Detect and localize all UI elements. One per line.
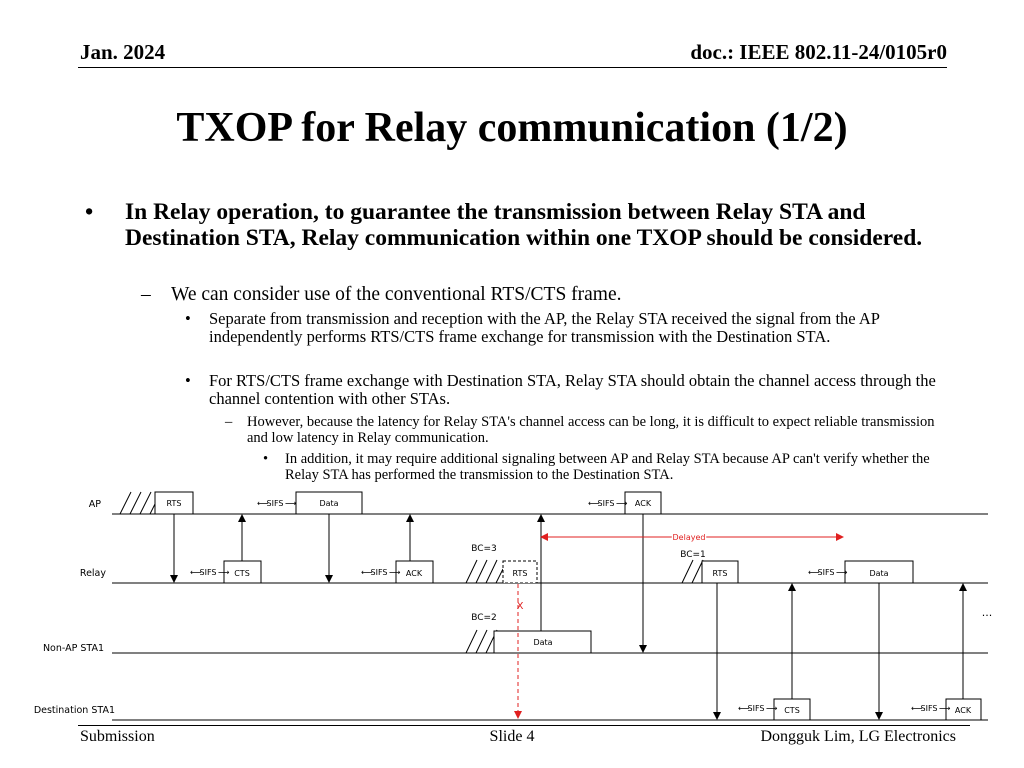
- collision-mark: X: [517, 601, 524, 612]
- frame-label: CTS: [784, 706, 800, 715]
- sifs-left-arrow: ⟵: [361, 568, 373, 577]
- sifs-right-arrow: ⟶: [766, 704, 778, 713]
- frame-label: RTS: [513, 569, 528, 578]
- footer-rule: [78, 725, 970, 726]
- frame-label: Data: [533, 638, 552, 647]
- sifs-left-arrow: ⟵: [190, 568, 202, 577]
- header-date: Jan. 2024: [80, 40, 166, 64]
- sifs-label: SIFS: [371, 568, 388, 577]
- bullet-item-2-sub-sub: • In addition, it may require additional …: [263, 451, 950, 483]
- sifs-label: SIFS: [921, 704, 938, 713]
- bullet-item-2-text: For RTS/CTS frame exchange with Destinat…: [209, 371, 936, 408]
- bullet-marker: •: [85, 199, 94, 225]
- dash-marker: –: [141, 284, 151, 305]
- frame-label: RTS: [167, 499, 182, 508]
- backoff-counter-relay-bc3: BC=3: [471, 544, 497, 554]
- bullet-marker: •: [263, 451, 269, 467]
- row-label-nonap: Non-AP STA1: [43, 643, 104, 654]
- frame-relay-rts: [701, 560, 739, 584]
- sifs-left-arrow: ⟵: [738, 704, 750, 713]
- sifs-label: SIFS: [818, 568, 835, 577]
- bullet-item-1-text: Separate from transmission and reception…: [209, 309, 880, 346]
- slide-title: TXOP for Relay communication (1/2): [176, 105, 848, 151]
- sifs-left-arrow: ⟵: [911, 704, 923, 713]
- bullet-marker: •: [185, 309, 191, 328]
- bullet-item-1: • Separate from transmission and receptio…: [185, 309, 944, 346]
- frame-relay-ack: [395, 560, 434, 584]
- sifs-left-arrow: ⟵: [257, 499, 269, 508]
- footer-slide-number: Slide 4: [489, 728, 535, 745]
- sifs-right-arrow: ⟶: [616, 499, 628, 508]
- bullet-sub-text: We can consider use of the conventional …: [171, 284, 622, 305]
- frame-label: ACK: [635, 499, 652, 508]
- sifs-right-arrow: ⟶: [389, 568, 401, 577]
- footer-author: Dongguk Lim, LG Electronics: [760, 728, 956, 745]
- bullet-item-2-sub: –However, because the latency for Relay …: [225, 414, 947, 446]
- sifs-label: SIFS: [748, 704, 765, 713]
- sifs-label: SIFS: [267, 499, 284, 508]
- delayed-label: Delayed: [673, 533, 706, 542]
- frame-label: ACK: [406, 569, 423, 578]
- continuation-ellipsis: ...: [982, 606, 993, 619]
- frame-relay-rts-collided: [502, 560, 538, 584]
- bullet-sub: –We can consider use of the conventional…: [141, 284, 951, 306]
- bullet-item-2-sub-sub-text: In addition, it may require additional s…: [285, 451, 930, 483]
- row-label-dest: Destination STA1: [34, 705, 115, 716]
- sifs-right-arrow: ⟶: [836, 568, 848, 577]
- frame-label: ACK: [955, 706, 972, 715]
- backoff-slashes-nonap: [465, 629, 498, 654]
- backoff-slashes-relay-1: [465, 559, 504, 584]
- sifs-right-arrow: ⟶: [218, 568, 230, 577]
- header-rule: [78, 67, 947, 68]
- dash-marker: –: [225, 414, 233, 430]
- backoff-slashes-relay-2: [681, 559, 704, 584]
- sifs-markers: ⟵SIFS⟶ ⟵SIFS⟶ ⟵SIFS⟶ ⟵SIFS⟶ ⟵SIFS⟶ ⟵SIFS…: [190, 499, 951, 713]
- sifs-right-arrow: ⟶: [939, 704, 951, 713]
- bullet-item-2: • For RTS/CTS frame exchange with Destina…: [185, 371, 944, 408]
- sifs-right-arrow: ⟶: [285, 499, 297, 508]
- frame-label: CTS: [234, 569, 250, 578]
- bullet-item-2-sub-text: However, because the latency for Relay S…: [247, 414, 935, 446]
- row-label-ap: AP: [89, 499, 101, 510]
- sifs-left-arrow: ⟵: [588, 499, 600, 508]
- sifs-label: SIFS: [598, 499, 615, 508]
- footer-submission: Submission: [80, 728, 155, 745]
- sifs-left-arrow: ⟵: [808, 568, 820, 577]
- bullet-marker: •: [185, 371, 191, 390]
- sifs-label: SIFS: [200, 568, 217, 577]
- backoff-counter-relay-bc1: BC=1: [680, 550, 706, 560]
- row-label-relay: Relay: [80, 568, 106, 579]
- frame-label: Data: [869, 569, 888, 578]
- bullet-main-text: In Relay operation, to guarantee the tra…: [125, 199, 923, 251]
- frame-label: RTS: [713, 569, 728, 578]
- bullet-main: • In Relay operation, to guarantee the tr…: [85, 199, 955, 251]
- header-doc-id: doc.: IEEE 802.11-24/0105r0: [690, 40, 947, 64]
- backoff-counter-nonap-bc2: BC=2: [471, 613, 497, 623]
- frame-label: Data: [319, 499, 338, 508]
